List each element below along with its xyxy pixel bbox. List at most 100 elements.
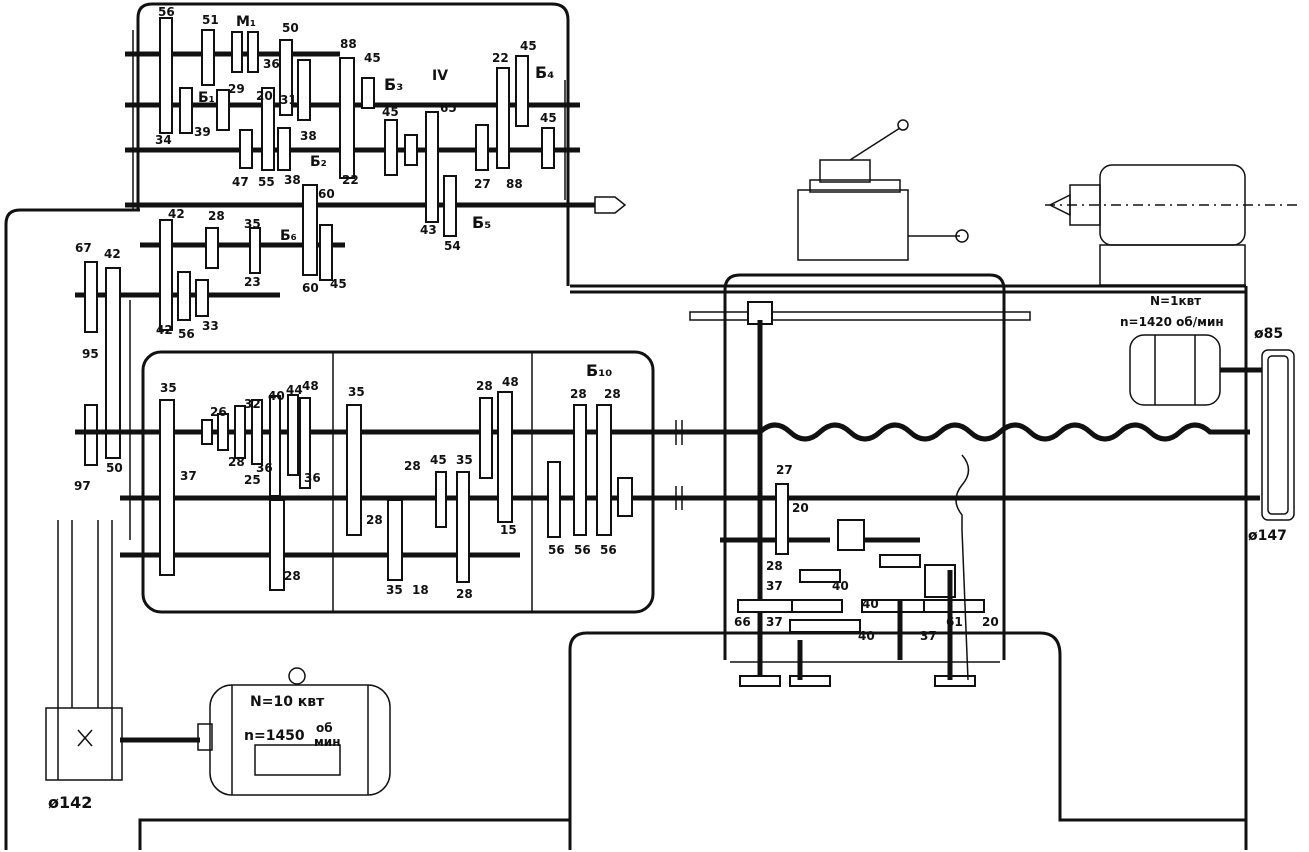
gear-label: 27 bbox=[474, 177, 491, 191]
gear-label: 23 bbox=[244, 275, 261, 289]
motor-power: N=10 квт bbox=[250, 694, 325, 710]
gear-label: 37 bbox=[920, 629, 937, 643]
gear-label: 37 bbox=[766, 579, 783, 593]
shaft-label: IV bbox=[432, 68, 448, 84]
gear-label: 33 bbox=[202, 319, 219, 333]
gear-label: 56 bbox=[574, 543, 591, 557]
gear-label: 28 bbox=[208, 209, 225, 223]
gear-label: 35 bbox=[244, 217, 261, 231]
gear-label: 60 bbox=[318, 187, 335, 201]
feed-motor: N=1квт n=1420 об/мин ø85 ø147 bbox=[1120, 294, 1295, 544]
gear-label: 37 bbox=[180, 469, 197, 483]
motor-speed-unit: об bbox=[316, 721, 333, 735]
gear-label: 56 bbox=[178, 327, 195, 341]
motor-speed: n=1420 об/мин bbox=[1120, 315, 1224, 329]
gear-label: 35 bbox=[160, 381, 177, 395]
gear-label: 15 bbox=[500, 523, 517, 537]
gear-label: 28 bbox=[366, 513, 383, 527]
main-motor: N=10 квт n=1450 об мин bbox=[120, 667, 391, 796]
gear-label: 28 bbox=[570, 387, 587, 401]
gear-label: 20 bbox=[982, 615, 999, 629]
gear-label: 31 bbox=[280, 93, 297, 107]
block-label: Б₄ bbox=[535, 63, 554, 82]
gear-label: 88 bbox=[506, 177, 523, 191]
gear-label: 48 bbox=[302, 379, 319, 393]
gear-label: 28 bbox=[604, 387, 621, 401]
gear-label: 66 bbox=[734, 615, 751, 629]
gear-label: 51 bbox=[202, 13, 219, 27]
gear-label: 20 bbox=[792, 501, 809, 515]
gear-label: 27 bbox=[776, 463, 793, 477]
gear-label: 65 bbox=[440, 101, 457, 115]
gearbox-labels: 35 26 28 32 36 40 44 48 37 25 36 35 28 2… bbox=[160, 361, 621, 601]
gear-label: 39 bbox=[194, 125, 211, 139]
apron bbox=[689, 273, 1031, 687]
gear-label: 56 bbox=[158, 5, 175, 19]
gear-label: 28 bbox=[476, 379, 493, 393]
gear-label: 95 bbox=[82, 347, 99, 361]
gear-label: 42 bbox=[156, 323, 173, 337]
gear-label: 42 bbox=[104, 247, 121, 261]
pulley-diameter: ø142 bbox=[48, 793, 92, 812]
block-label: Б₆ bbox=[280, 228, 297, 244]
gear-label: 47 bbox=[232, 175, 249, 189]
gear-label: 40 bbox=[832, 579, 849, 593]
pulley-diameter: ø85 bbox=[1254, 326, 1283, 342]
gear-label: 45 bbox=[382, 105, 399, 119]
gear-label: 45 bbox=[430, 453, 447, 467]
gear-label: 45 bbox=[540, 111, 557, 125]
gear-label: 36 bbox=[304, 471, 321, 485]
gear-label: 28 bbox=[404, 459, 421, 473]
gear-label: 38 bbox=[284, 173, 301, 187]
gear-label: 34 bbox=[155, 133, 172, 147]
tailstock bbox=[1045, 164, 1300, 286]
main-pulley: ø142 bbox=[45, 520, 123, 812]
gear-label: 45 bbox=[364, 51, 381, 65]
gear-label: 36 bbox=[263, 57, 280, 71]
gear-label: 22 bbox=[492, 51, 509, 65]
gear-label: 28 bbox=[456, 587, 473, 601]
pulley-diameter: ø147 bbox=[1248, 528, 1287, 544]
tool-post bbox=[797, 119, 969, 261]
gear-label: 48 bbox=[502, 375, 519, 389]
gear-label: 38 bbox=[300, 129, 317, 143]
gear-label: 28 bbox=[284, 569, 301, 583]
gear-label: 20 bbox=[256, 89, 273, 103]
gear-label: 26 bbox=[210, 405, 227, 419]
gear-label: 35 bbox=[456, 453, 473, 467]
feed-gearbox bbox=[75, 350, 655, 614]
headstock-labels: 56 51 M₁ 50 88 45 22 45 34 39 29 20 36 Б… bbox=[74, 5, 557, 493]
block-label: Б₃ bbox=[384, 75, 403, 94]
block-label: Б₁₀ bbox=[586, 361, 612, 380]
motor-speed: n=1450 bbox=[244, 728, 305, 744]
gear-label: 36 bbox=[256, 461, 273, 475]
gear-label: 28 bbox=[766, 559, 783, 573]
gear-label: 40 bbox=[268, 389, 285, 403]
block-label: Б₅ bbox=[472, 213, 491, 232]
gear-label: 61 bbox=[946, 615, 963, 629]
lead-screw-and-feed-rod bbox=[650, 420, 1260, 510]
motor-power: N=1квт bbox=[1150, 294, 1201, 308]
clutch-label: M₁ bbox=[236, 14, 256, 30]
gear-label: 40 bbox=[858, 629, 875, 643]
gear-label: 88 bbox=[340, 37, 357, 51]
lathe-frame bbox=[4, 208, 1248, 850]
gear-label: 42 bbox=[168, 207, 185, 221]
gear-label: 22 bbox=[342, 173, 359, 187]
gear-label: 40 bbox=[862, 597, 879, 611]
gear-label: 35 bbox=[348, 385, 365, 399]
gear-label: 35 bbox=[386, 583, 403, 597]
gear-label: 45 bbox=[520, 39, 537, 53]
gear-label: 44 bbox=[286, 383, 303, 397]
apron-labels: 27 20 28 37 40 40 40 66 37 37 61 20 bbox=[734, 463, 999, 643]
gear-label: 54 bbox=[444, 239, 461, 253]
block-label: Б₂ bbox=[310, 154, 327, 170]
headstock bbox=[75, 2, 627, 540]
gear-label: 32 bbox=[244, 397, 261, 411]
gear-label: 37 bbox=[766, 615, 783, 629]
gear-label: 55 bbox=[258, 175, 275, 189]
gear-label: 18 bbox=[412, 583, 429, 597]
gear-label: 29 bbox=[228, 82, 245, 96]
gear-label: 97 bbox=[74, 479, 91, 493]
